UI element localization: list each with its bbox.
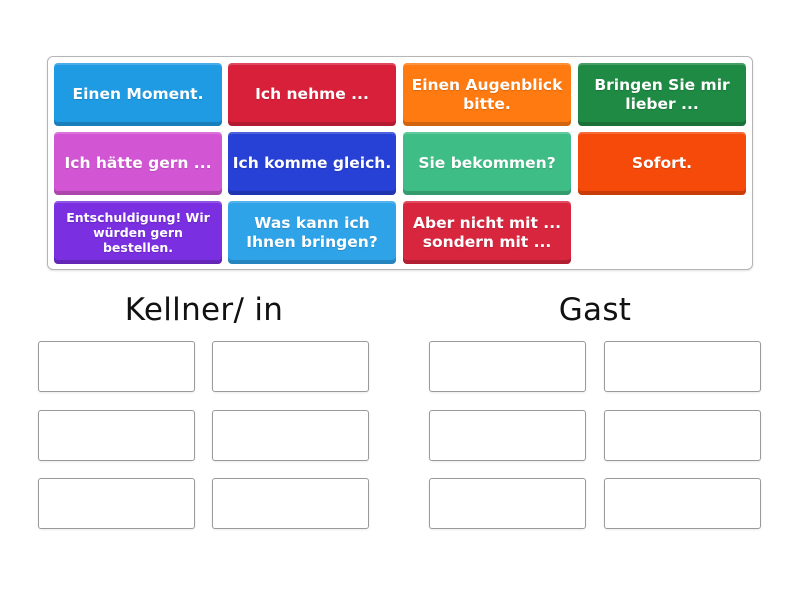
tile-einen-moment[interactable]: Einen Moment.: [54, 63, 222, 126]
tile-entschuldigung[interactable]: Entschuldigung! Wir würden gern bestelle…: [54, 201, 222, 264]
drop-slot-gast-5[interactable]: [429, 478, 586, 529]
drop-slot-gast-4[interactable]: [604, 410, 761, 461]
tile-bank: [47, 56, 753, 270]
tile-bringen-sie[interactable]: Bringen Sie mir lieber ...: [578, 63, 746, 126]
drop-slot-kellner-6[interactable]: [212, 478, 369, 529]
drop-slot-gast-6[interactable]: [604, 478, 761, 529]
tile-sie-bekommen[interactable]: Sie bekommen?: [403, 132, 571, 195]
group-title-kellner: Kellner/ in: [124, 292, 284, 328]
tile-sofort[interactable]: Sofort.: [578, 132, 746, 195]
drop-slot-kellner-2[interactable]: [212, 341, 369, 392]
tile-aber-nicht-mit[interactable]: Aber nicht mit ... sondern mit ...: [403, 201, 571, 264]
tile-ich-haette-gern[interactable]: Ich hätte gern ...: [54, 132, 222, 195]
drop-slot-gast-2[interactable]: [604, 341, 761, 392]
drop-slot-kellner-1[interactable]: [38, 341, 195, 392]
drop-slot-gast-1[interactable]: [429, 341, 586, 392]
drop-slot-gast-3[interactable]: [429, 410, 586, 461]
tile-ich-nehme[interactable]: Ich nehme ...: [228, 63, 396, 126]
tile-einen-augenblick[interactable]: Einen Augenblick bitte.: [403, 63, 571, 126]
drop-slot-kellner-5[interactable]: [38, 478, 195, 529]
drop-slot-kellner-4[interactable]: [212, 410, 369, 461]
tile-ich-komme-gleich[interactable]: Ich komme gleich.: [228, 132, 396, 195]
drop-slot-kellner-3[interactable]: [38, 410, 195, 461]
tile-was-kann-ich[interactable]: Was kann ich Ihnen bringen?: [228, 201, 396, 264]
group-title-gast: Gast: [558, 292, 632, 328]
